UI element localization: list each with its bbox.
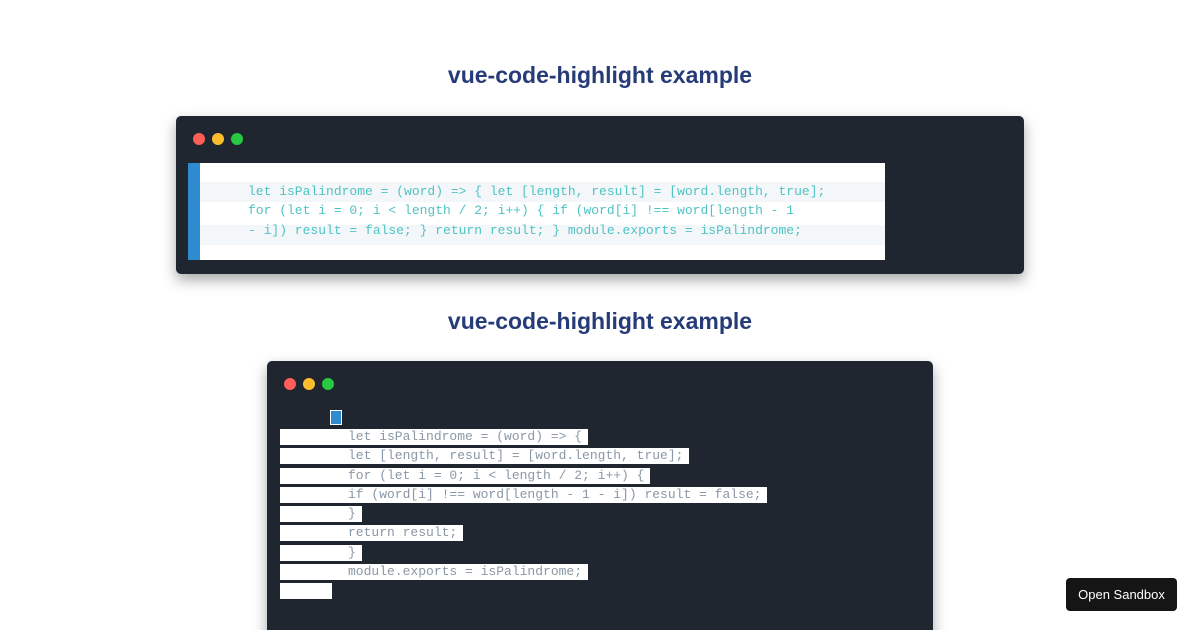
code-line: - i]) result = false; } return result; }… [248, 223, 802, 238]
close-dot-icon [193, 133, 205, 145]
code-line: let [length, result] = [word.length, tru… [280, 448, 690, 464]
code-line: for (let i = 0; i < length / 2; i++) { [280, 468, 651, 484]
code-line: module.exports = isPalindrome; [280, 564, 589, 580]
code-block: let isPalindrome = (word) => { let [leng… [267, 361, 933, 630]
page-title: vue-code-highlight example [447, 308, 753, 334]
code-line: } [280, 506, 362, 522]
code-stripe [200, 225, 885, 245]
code-block: let isPalindrome = (word) => { let [leng… [188, 163, 885, 260]
code-line: if (word[i] !== word[length - 1 - i]) re… [280, 487, 768, 503]
code-line: let isPalindrome = (word) => { [280, 429, 589, 445]
code-window-multiline: let isPalindrome = (word) => { let [leng… [267, 361, 933, 630]
maximize-dot-icon [322, 378, 334, 390]
code-window-inline: let isPalindrome = (word) => { let [leng… [176, 116, 1024, 274]
code-line: } [280, 545, 362, 561]
window-controls [193, 133, 243, 145]
window-controls [284, 378, 334, 390]
code-line: return result; [280, 525, 464, 541]
code-stripe [200, 182, 885, 202]
page-title: vue-code-highlight example [447, 62, 753, 88]
close-dot-icon [284, 378, 296, 390]
code-line: for (let i = 0; i < length / 2; i++) { i… [248, 203, 795, 218]
open-sandbox-button[interactable]: Open Sandbox [1066, 578, 1177, 611]
minimize-dot-icon [212, 133, 224, 145]
text-cursor [330, 410, 342, 425]
maximize-dot-icon [231, 133, 243, 145]
code-line-empty [280, 583, 332, 599]
code-line: let isPalindrome = (word) => { let [leng… [248, 184, 826, 199]
line-marker-bar [188, 163, 200, 260]
minimize-dot-icon [303, 378, 315, 390]
